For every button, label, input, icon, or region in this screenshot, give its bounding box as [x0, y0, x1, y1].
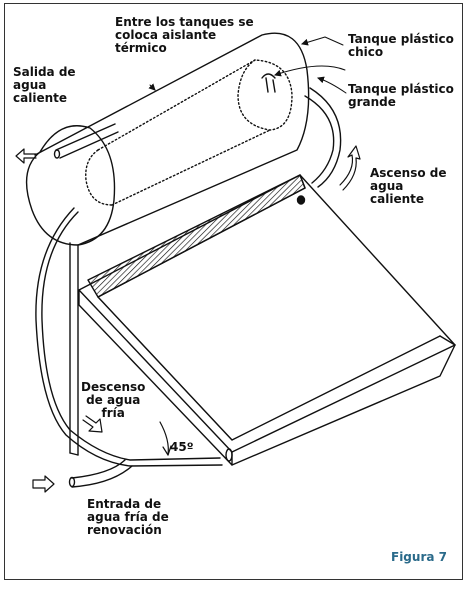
insulation-label: Entre los tanques se coloca aislante tér… — [115, 15, 254, 55]
hot-rise-label: Ascenso de agua caliente — [370, 166, 447, 206]
cold-descent-pipe — [35, 207, 223, 467]
hot-rise-pipe — [304, 87, 342, 188]
cold-descent-arrow — [82, 415, 103, 433]
cold-inlet-arrow — [32, 475, 55, 493]
cold-descent-label: Descenso de agua fría — [81, 380, 146, 420]
support-leg — [69, 242, 79, 456]
collector-box — [78, 174, 456, 466]
hot-rise-arrow — [339, 145, 361, 191]
large-tank-label: Tanque plástico grande — [348, 82, 454, 109]
angle-label: 45º — [170, 440, 194, 454]
large-tank — [25, 32, 310, 246]
angle-arc — [159, 421, 169, 456]
figure-label: Figura 7 — [391, 550, 447, 564]
cold-inlet-label: Entrada de agua fría de renovación — [87, 497, 169, 537]
small-tank — [85, 59, 293, 206]
cold-inlet-pipe — [68, 459, 133, 488]
hot-outlet-pipe — [53, 123, 119, 159]
hot-outlet-label: Salida de agua caliente — [13, 65, 76, 105]
inner-pipe — [261, 73, 276, 93]
leader-lines — [148, 36, 347, 94]
hot-outlet-arrow — [15, 148, 37, 164]
small-tank-label: Tanque plástico chico — [348, 32, 454, 59]
